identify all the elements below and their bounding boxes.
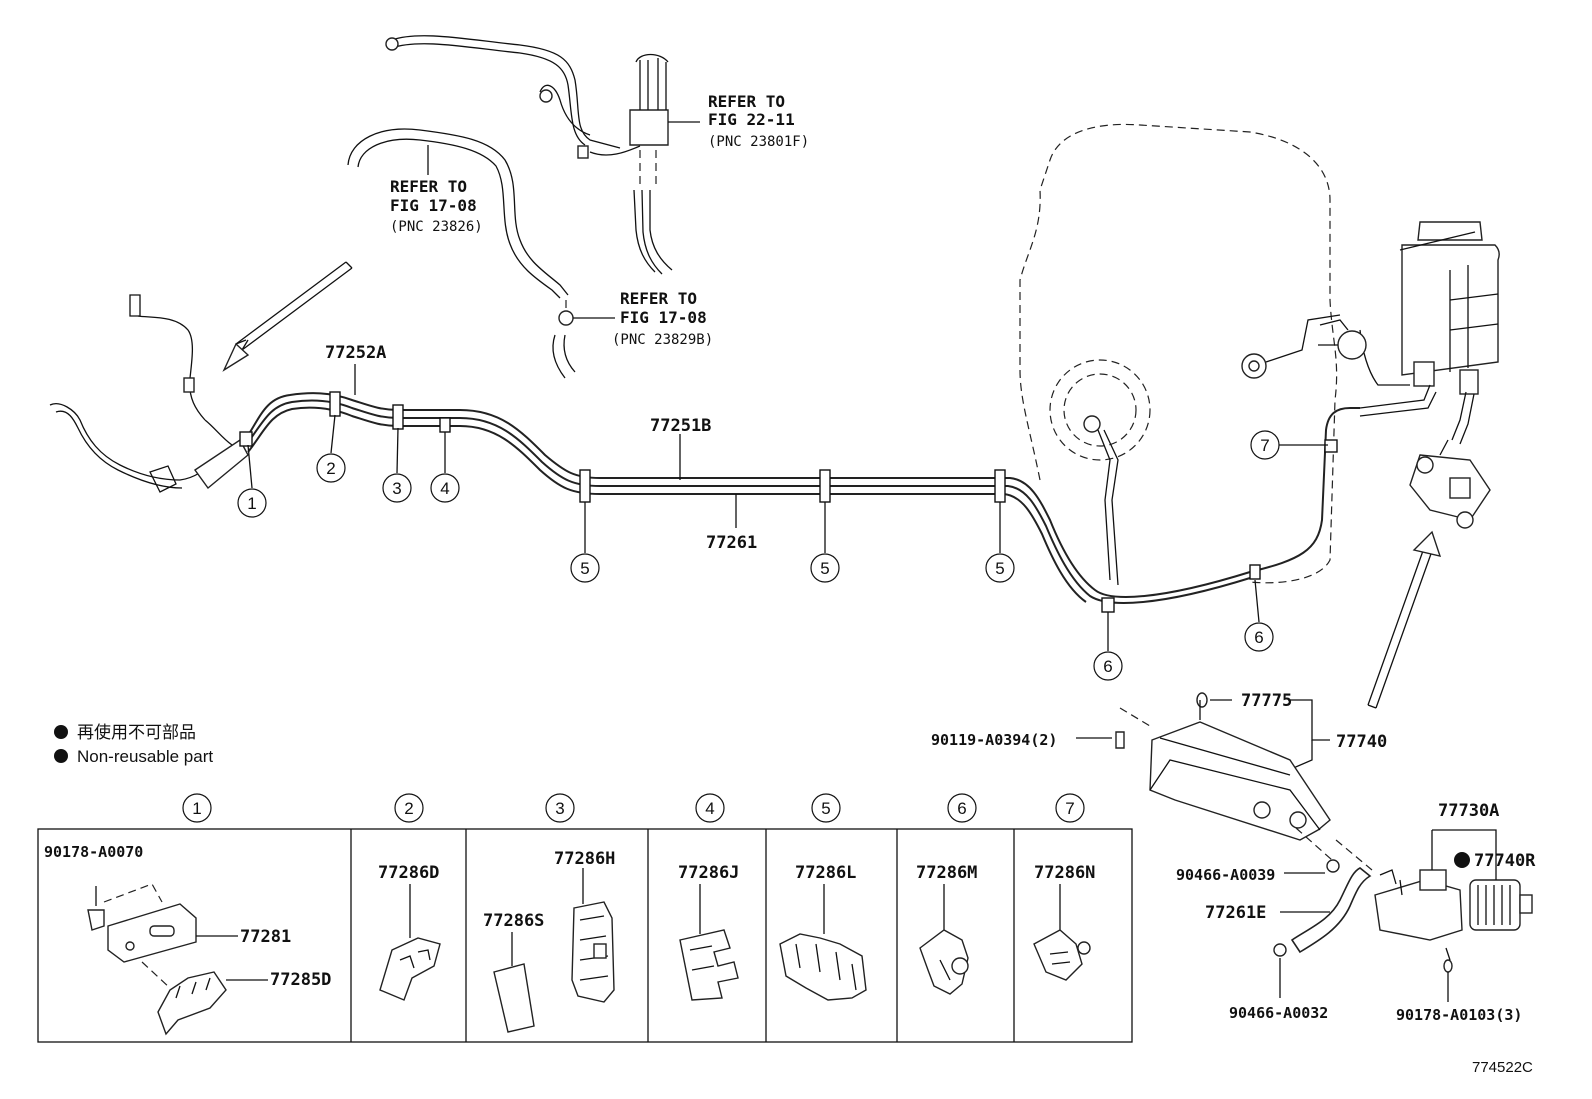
fuel-tank-outline — [1019, 123, 1338, 586]
canister-assembly — [1076, 692, 1533, 1002]
marker-6a: 6 — [1093, 651, 1123, 681]
label-77286M: 77286M — [916, 863, 977, 883]
bullet-icon — [54, 749, 68, 763]
canister-upper — [1241, 221, 1500, 529]
refer-line3: (PNC 23826) — [390, 219, 483, 235]
svg-text:4: 4 — [705, 799, 714, 818]
label-90178-A0103: 90178-A0103(3) — [1396, 1006, 1522, 1024]
marker-4: 4 — [430, 473, 460, 503]
marker-7: 7 — [1250, 430, 1280, 460]
svg-text:5: 5 — [821, 799, 830, 818]
label-90119-A0394: 90119-A0394(2) — [931, 731, 1057, 749]
marker-6b: 6 — [1244, 622, 1274, 652]
panel-5-drawing — [779, 884, 867, 1001]
panel-marker-4: 4 — [695, 793, 725, 823]
legend-japanese: 再使用不可部品 — [77, 722, 196, 742]
label-77286H: 77286H — [554, 849, 615, 869]
label-77286D: 77286D — [378, 863, 439, 883]
svg-text:7: 7 — [1065, 799, 1074, 818]
label-90466-A0039: 90466-A0039 — [1176, 866, 1275, 884]
svg-text:2: 2 — [326, 459, 335, 478]
marker-3: 3 — [382, 473, 412, 503]
refer-note-22-11: REFER TO FIG 22-11 (PNC 23801F) — [708, 92, 809, 150]
marker-5c: 5 — [985, 553, 1015, 583]
label-77730A: 77730A — [1438, 801, 1499, 821]
refer-note-17-08-a: REFER TO FIG 17-08 (PNC 23826) — [390, 177, 483, 235]
svg-text:6: 6 — [957, 799, 966, 818]
svg-text:5: 5 — [580, 559, 589, 578]
label-77286N: 77286N — [1034, 863, 1095, 883]
refer-line1: REFER TO — [708, 92, 785, 111]
label-77261: 77261 — [706, 533, 757, 553]
refer-line3: (PNC 23829B) — [612, 332, 713, 348]
svg-text:6: 6 — [1103, 657, 1112, 676]
panel-marker-5: 5 — [811, 793, 841, 823]
label-77261E: 77261E — [1205, 903, 1266, 923]
label-77740R: 77740R — [1474, 851, 1536, 871]
non-reusable-bullet-icon — [1454, 852, 1470, 868]
panel-marker-6: 6 — [947, 793, 977, 823]
detail-table — [37, 828, 1133, 1043]
view-arrow-left — [222, 261, 353, 372]
svg-text:5: 5 — [820, 559, 829, 578]
label-77251B: 77251B — [650, 416, 711, 436]
label-77740: 77740 — [1336, 732, 1387, 752]
refer-note-17-08-b: REFER TO FIG 17-08 (PNC 23829B) — [612, 289, 713, 348]
panel-marker-1: 1 — [182, 793, 212, 823]
label-77285D: 77285D — [270, 970, 331, 990]
bullet-icon — [54, 725, 68, 739]
refer-line3: (PNC 23801F) — [708, 134, 809, 150]
label-77286S: 77286S — [483, 911, 544, 931]
svg-text:7: 7 — [1260, 436, 1269, 455]
label-77252A: 77252A — [325, 343, 386, 363]
figure-id: 774522C — [1472, 1059, 1533, 1076]
label-77281: 77281 — [240, 927, 291, 947]
panel-marker-7: 7 — [1055, 793, 1085, 823]
main-fuel-pipes — [244, 392, 1360, 604]
upper-hoses — [347, 35, 700, 379]
left-pipe-assembly — [49, 294, 249, 493]
marker-leaders — [247, 364, 1328, 651]
legend: 再使用不可部品 Non-reusable part — [54, 722, 213, 766]
svg-text:4: 4 — [440, 479, 449, 498]
svg-text:2: 2 — [404, 799, 413, 818]
svg-text:6: 6 — [1254, 628, 1263, 647]
panel-6-drawing — [919, 884, 969, 995]
refer-line2: FIG 17-08 — [620, 308, 707, 327]
label-90466-A0032: 90466-A0032 — [1229, 1004, 1328, 1022]
refer-line2: FIG 17-08 — [390, 196, 477, 215]
svg-text:3: 3 — [392, 479, 401, 498]
svg-text:1: 1 — [192, 799, 201, 818]
svg-text:1: 1 — [247, 494, 256, 513]
svg-text:5: 5 — [995, 559, 1004, 578]
view-arrow-right — [1367, 530, 1442, 709]
panel-3-drawing — [493, 868, 615, 1033]
marker-2: 2 — [316, 453, 346, 483]
label-77286J: 77286J — [678, 863, 739, 883]
marker-1: 1 — [237, 488, 267, 518]
panel-2-drawing — [379, 884, 441, 1001]
refer-line2: FIG 22-11 — [708, 110, 795, 129]
svg-text:3: 3 — [555, 799, 564, 818]
panel-marker-2: 2 — [394, 793, 424, 823]
label-77775: 77775 — [1241, 691, 1292, 711]
marker-5a: 5 — [570, 553, 600, 583]
panel-7-drawing — [1033, 884, 1091, 981]
label-90178-A0070: 90178-A0070 — [44, 843, 143, 861]
label-77286L: 77286L — [795, 863, 856, 883]
refer-line1: REFER TO — [620, 289, 697, 308]
panel-1-drawing — [87, 883, 268, 1036]
label-77740R-group: 77740R — [1454, 851, 1536, 871]
legend-english: Non-reusable part — [77, 747, 213, 766]
marker-5b: 5 — [810, 553, 840, 583]
panel-4-drawing — [679, 884, 739, 1001]
panel-marker-3: 3 — [545, 793, 575, 823]
refer-line1: REFER TO — [390, 177, 467, 196]
